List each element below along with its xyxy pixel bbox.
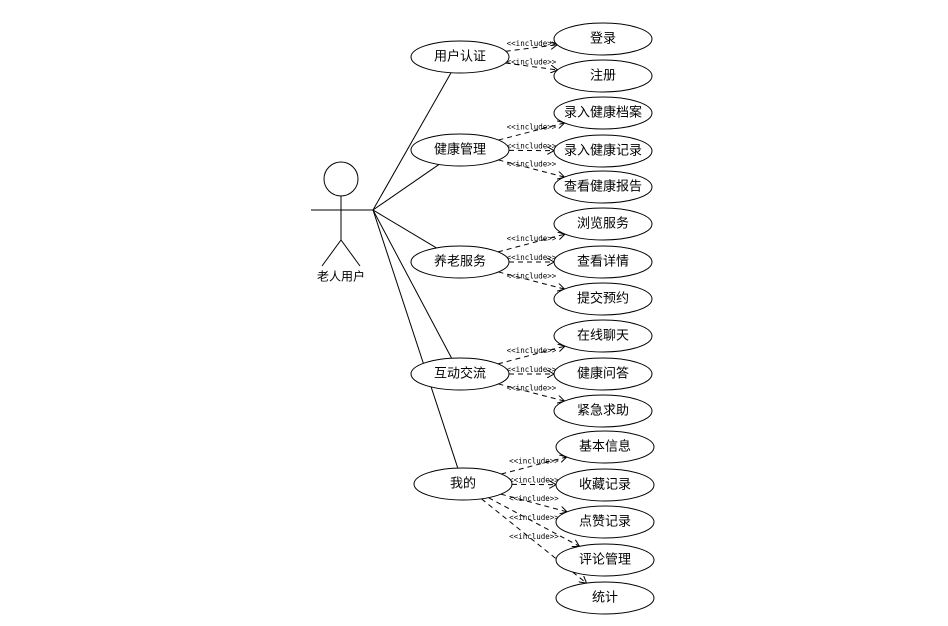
actor-associations: [372, 72, 459, 469]
use-case-group-label: 养老服务: [434, 254, 486, 270]
include-stereotype-label: <<include>>: [507, 272, 557, 281]
association-line: [372, 209, 437, 249]
use-case-ellipse: [553, 282, 653, 316]
include-arrow: [498, 383, 564, 401]
use-case-ellipse: [553, 357, 653, 391]
use-case-label: 注册: [590, 69, 616, 84]
include-stereotype-label: <<include>>: [507, 39, 557, 48]
use-case-ellipse: [553, 59, 653, 93]
use-case-ellipse: [555, 505, 655, 539]
include-arrow: [498, 123, 564, 141]
use-case-group-label: 用户认证: [434, 49, 486, 65]
use-case-group-label: 我的: [450, 476, 476, 492]
use-case-label: 在线聊天: [577, 329, 629, 344]
use-case-label: 收藏记录: [579, 478, 631, 493]
include-arrow: [497, 234, 565, 253]
include-relations: <<include>> <<include>> <<include>> <<inclu…: [481, 39, 586, 583]
use-case-group-ellipse: [410, 245, 510, 279]
actor-left-leg: [321, 239, 342, 267]
use-case-ellipse: [553, 170, 653, 204]
association-line: [372, 164, 440, 211]
include-arrow: [498, 159, 564, 177]
include-stereotype-label: <<include>>: [509, 476, 559, 485]
use-case-group-label: 互动交流: [434, 366, 486, 382]
include-arrow: [488, 497, 580, 547]
include-stereotype-label: <<include>>: [507, 123, 557, 132]
include-stereotype-label: <<include>>: [507, 234, 557, 243]
include-arrow: [498, 271, 564, 289]
use-case-group-label: 健康管理: [434, 142, 486, 158]
use-case-label: 浏览服务: [577, 216, 629, 232]
use-case-ellipse: [555, 581, 655, 615]
use-case-group-ellipse: [413, 467, 513, 501]
association-line: [372, 209, 453, 359]
include-stereotype-label: <<include>>: [507, 142, 557, 151]
association-line: [372, 209, 459, 469]
include-stereotype-label: <<include>>: [507, 58, 557, 67]
use-case-ellipse: [553, 96, 653, 130]
association-line: [372, 72, 452, 211]
use-case-ellipse: [553, 207, 653, 241]
use-case-ellipse: [555, 468, 655, 502]
include-stereotype-label: <<include>>: [509, 457, 559, 466]
use-case-label: 统计: [592, 591, 618, 606]
use-case-label: 基本信息: [579, 439, 631, 455]
include-arrow: [500, 493, 567, 512]
use-case-label: 紧急求助: [577, 404, 629, 419]
include-stereotype-label: <<include>>: [507, 253, 557, 262]
use-case-label: 录入健康档案: [564, 105, 642, 121]
include-stereotype-label: <<include>>: [509, 494, 559, 503]
include-stereotype-label: <<include>>: [507, 384, 557, 393]
use-case-label: 查看详情: [577, 254, 629, 270]
include-stereotype-label: <<include>>: [507, 365, 557, 374]
use-case-label: 提交预约: [577, 291, 629, 307]
include-stereotype-label: <<include>>: [507, 160, 557, 169]
use-case-ellipse: [555, 430, 655, 464]
use-case-ellipse: [553, 245, 653, 279]
use-case-ellipse: [553, 134, 653, 168]
use-case-group-ellipse: [410, 40, 510, 74]
use-case-ellipse: [555, 543, 655, 577]
actor-right-leg: [340, 239, 361, 267]
include-stereotype-label: <<include>>: [509, 532, 559, 541]
use-case-label: 健康问答: [577, 366, 629, 382]
use-case-group-ellipse: [410, 357, 510, 391]
use-case-label: 录入健康记录: [564, 143, 642, 159]
include-stereotype-label: <<include>>: [509, 513, 559, 522]
use-case-ellipse: [553, 319, 653, 353]
include-arrow: [497, 346, 565, 365]
use-case-group-ellipse: [410, 133, 510, 167]
use-case-label: 登录: [590, 32, 616, 47]
use-case-ellipse: [553, 394, 653, 428]
include-arrow: [501, 457, 566, 475]
actor-elderly-user: 老人用户: [311, 161, 373, 284]
actor-label: 老人用户: [317, 269, 365, 284]
use-case-ellipse: [553, 22, 653, 56]
use-case-label: 评论管理: [579, 553, 631, 568]
include-stereotype-label: <<include>>: [507, 346, 557, 355]
use-case-label: 查看健康报告: [564, 179, 642, 195]
use-case-label: 点赞记录: [579, 515, 631, 530]
actor-head: [323, 161, 359, 197]
